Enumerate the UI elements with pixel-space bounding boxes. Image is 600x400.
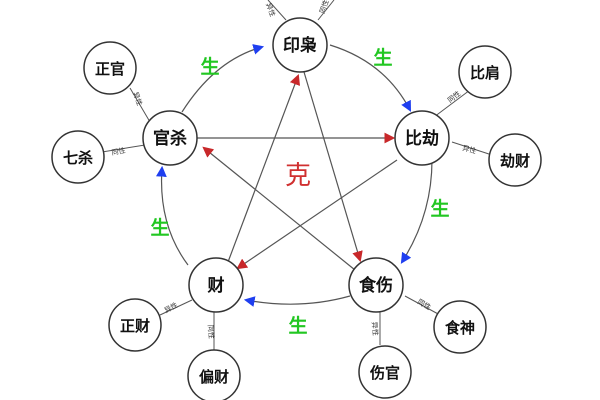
sheng-arc-yinxiao-bijie xyxy=(329,44,411,112)
node-cai: 财 xyxy=(188,257,244,313)
svg-text:偏财: 偏财 xyxy=(199,368,229,386)
svg-text:正官: 正官 xyxy=(95,60,125,78)
svg-text:官杀: 官杀 xyxy=(153,128,187,149)
ke-label-center: 克 xyxy=(285,161,311,191)
node-zhengcai: 正财 xyxy=(108,298,162,352)
svg-text:正财: 正财 xyxy=(120,317,150,335)
node-guansha: 官杀 xyxy=(142,110,198,166)
connector-shishang-shishen xyxy=(404,295,441,316)
ke-line-cai-yinxiao xyxy=(227,73,301,263)
relation-label-pianca: 同性 xyxy=(206,324,216,339)
svg-text:印枭: 印枭 xyxy=(283,35,317,56)
svg-text:比劫: 比劫 xyxy=(405,128,439,149)
relation-label-zhengguan: 异性 xyxy=(131,91,144,107)
sheng-label-right: 生 xyxy=(430,197,449,220)
ke-line-yinxiao-shishang xyxy=(303,71,363,263)
sheng-arc-guansha-yinxiao xyxy=(181,44,265,113)
relation-label-bijian: 同性 xyxy=(446,89,463,105)
sheng-label-top-left: 生 xyxy=(200,55,219,78)
sheng-label-top-right: 生 xyxy=(373,46,392,69)
ke-line-shishang-guansha xyxy=(202,146,356,271)
sheng-label-left: 生 xyxy=(150,216,169,239)
node-bijian: 比肩 xyxy=(458,45,512,99)
node-yinxiao: 印枭 xyxy=(272,17,328,73)
sheng-label-bottom: 生 xyxy=(288,314,307,337)
svg-text:比肩: 比肩 xyxy=(470,64,500,82)
node-zhengguan: 正官 xyxy=(83,41,137,95)
svg-text:财: 财 xyxy=(207,275,225,296)
node-shishen: 食神 xyxy=(433,300,487,354)
node-jiecai: 劫财 xyxy=(488,133,542,187)
node-shangguan: 伤官 xyxy=(358,345,412,399)
connector-yinxiao-top-right xyxy=(317,0,335,21)
connector-cai-zhengcai xyxy=(159,299,193,316)
relation-label-qisha: 同性 xyxy=(111,146,126,157)
ke-line-bijie-cai xyxy=(236,159,398,270)
relation-label-top-left: 异性 xyxy=(264,2,277,18)
connector-bijie-jiecai xyxy=(451,141,493,156)
connector-yinxiao-top-left xyxy=(267,0,287,21)
svg-text:食伤: 食伤 xyxy=(359,275,393,296)
svg-text:伤官: 伤官 xyxy=(369,364,400,382)
sheng-arc-cai-guansha xyxy=(156,165,189,266)
svg-text:七杀: 七杀 xyxy=(63,149,93,167)
relation-label-jiecai: 异性 xyxy=(461,143,477,155)
node-shishang: 食伤 xyxy=(348,257,404,313)
connector-guansha-qisha xyxy=(101,144,146,153)
node-qisha: 七杀 xyxy=(51,130,105,184)
relation-label-shangguan: 异性 xyxy=(370,321,380,336)
sheng-arc-shishang-cai xyxy=(243,295,351,307)
sheng-arc-bijie-shishang xyxy=(400,159,433,264)
svg-text:劫财: 劫财 xyxy=(500,152,530,170)
node-bijie: 比劫 xyxy=(394,110,450,166)
svg-text:食神: 食神 xyxy=(445,319,475,337)
node-pianca: 偏财 xyxy=(187,349,241,400)
connector-guansha-zhengguan xyxy=(129,87,151,123)
relation-label-zhengcai: 异性 xyxy=(163,300,180,315)
